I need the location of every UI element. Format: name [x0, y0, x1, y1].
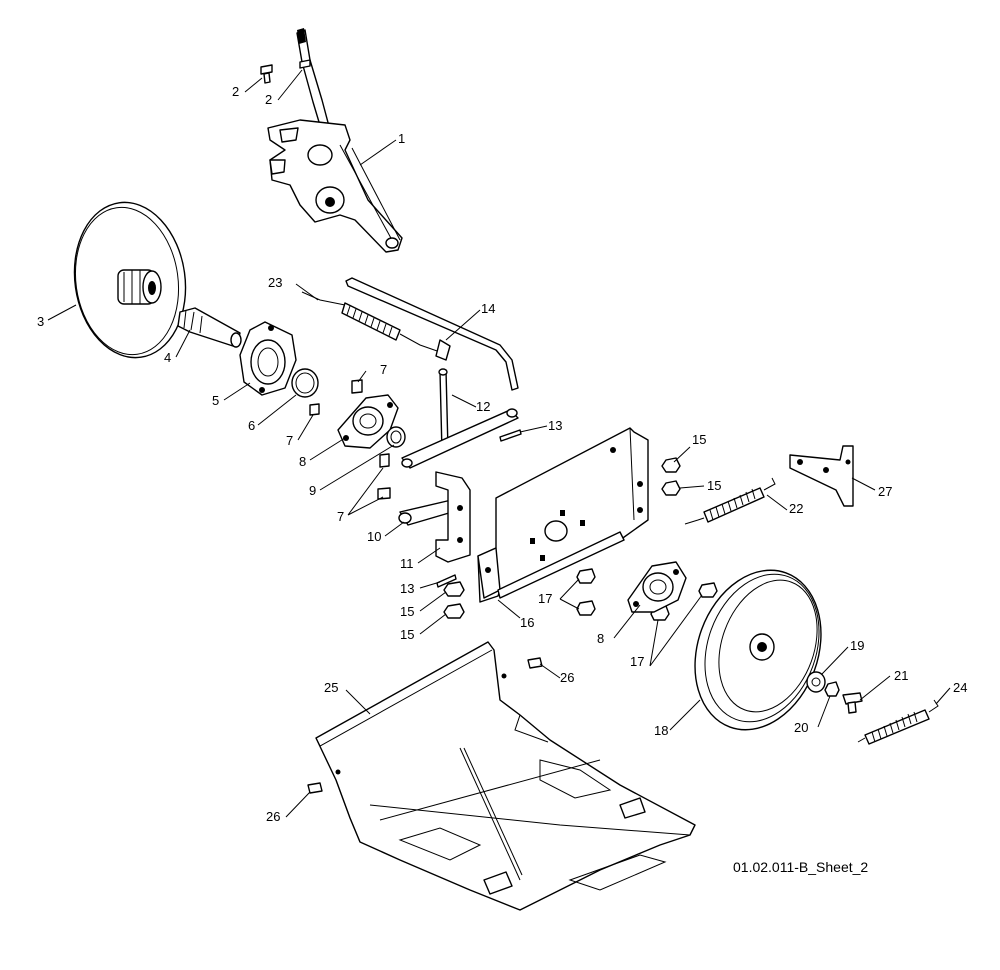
part-25-cover	[315, 641, 696, 911]
callout-19: 19	[850, 638, 864, 653]
callout-22: 22	[789, 501, 803, 516]
part-8-bearing-housing	[337, 394, 399, 449]
leader-lines	[47, 69, 951, 818]
part-21-bolt	[842, 692, 863, 714]
part-6-retaining-ring	[291, 368, 319, 398]
callout-10: 10	[367, 529, 381, 544]
part-27-bracket	[789, 445, 854, 507]
part-20-nut	[824, 681, 840, 697]
callout-15: 15	[400, 604, 414, 619]
callout-15: 15	[707, 478, 721, 493]
part-19-washer	[806, 671, 826, 693]
part-24-spring	[857, 699, 939, 745]
callout-4: 4	[164, 350, 171, 365]
part-16-mounting-plate	[477, 427, 649, 603]
callout-7: 7	[380, 362, 387, 377]
part-26-screw	[307, 657, 543, 794]
part-9-bushing	[386, 426, 406, 448]
callout-9: 9	[309, 483, 316, 498]
part-13-pin	[436, 429, 522, 588]
sheet-id-label: 01.02.011-B_Sheet_2	[733, 859, 868, 875]
callout-16: 16	[520, 615, 534, 630]
part-14-rod	[345, 277, 519, 391]
callout-6: 6	[248, 418, 255, 433]
callout-11: 11	[400, 556, 414, 571]
part-7-bolt	[309, 379, 391, 500]
part-3-drive-disc	[73, 201, 187, 359]
callout-2: 2	[232, 84, 239, 99]
callout-2: 2	[265, 92, 272, 107]
part-8-bearing-housing-lower	[627, 561, 687, 613]
callout-8: 8	[597, 631, 604, 646]
callout-1: 1	[398, 131, 405, 146]
part-5-bearing-flange	[239, 321, 297, 396]
part-23-spring	[301, 291, 441, 353]
part-1-control-lever-assembly	[267, 28, 403, 253]
part-2-bolt	[260, 59, 311, 84]
callout-15: 15	[400, 627, 414, 642]
callout-3: 3	[37, 314, 44, 329]
callout-12: 12	[476, 399, 490, 414]
callout-23: 23	[268, 275, 282, 290]
part-15-nut	[443, 457, 681, 619]
callout-27: 27	[878, 484, 892, 499]
callout-21: 21	[894, 668, 908, 683]
callout-24: 24	[953, 680, 967, 695]
callout-15: 15	[692, 432, 706, 447]
callout-13: 13	[548, 418, 562, 433]
callout-5: 5	[212, 393, 219, 408]
part-18-pulley	[694, 569, 822, 731]
callout-13: 13	[400, 581, 414, 596]
callout-25: 25	[324, 680, 338, 695]
callout-26: 26	[560, 670, 574, 685]
callout-17: 17	[630, 654, 644, 669]
callout-7: 7	[286, 433, 293, 448]
part-11-bracket	[435, 471, 471, 563]
callout-20: 20	[794, 720, 808, 735]
part-12-link-rod	[401, 368, 519, 469]
callout-7: 7	[337, 509, 344, 524]
part-4-shaft	[177, 307, 242, 348]
callout-8: 8	[299, 454, 306, 469]
callout-26: 26	[266, 809, 280, 824]
callout-14: 14	[481, 301, 495, 316]
callout-17: 17	[538, 591, 552, 606]
callout-labels: 2 2 1 3 4 5 6 7 7 7 8 8 9 10 11 12 13 13…	[37, 84, 967, 824]
part-22-spring	[684, 477, 776, 525]
callout-18: 18	[654, 723, 668, 738]
